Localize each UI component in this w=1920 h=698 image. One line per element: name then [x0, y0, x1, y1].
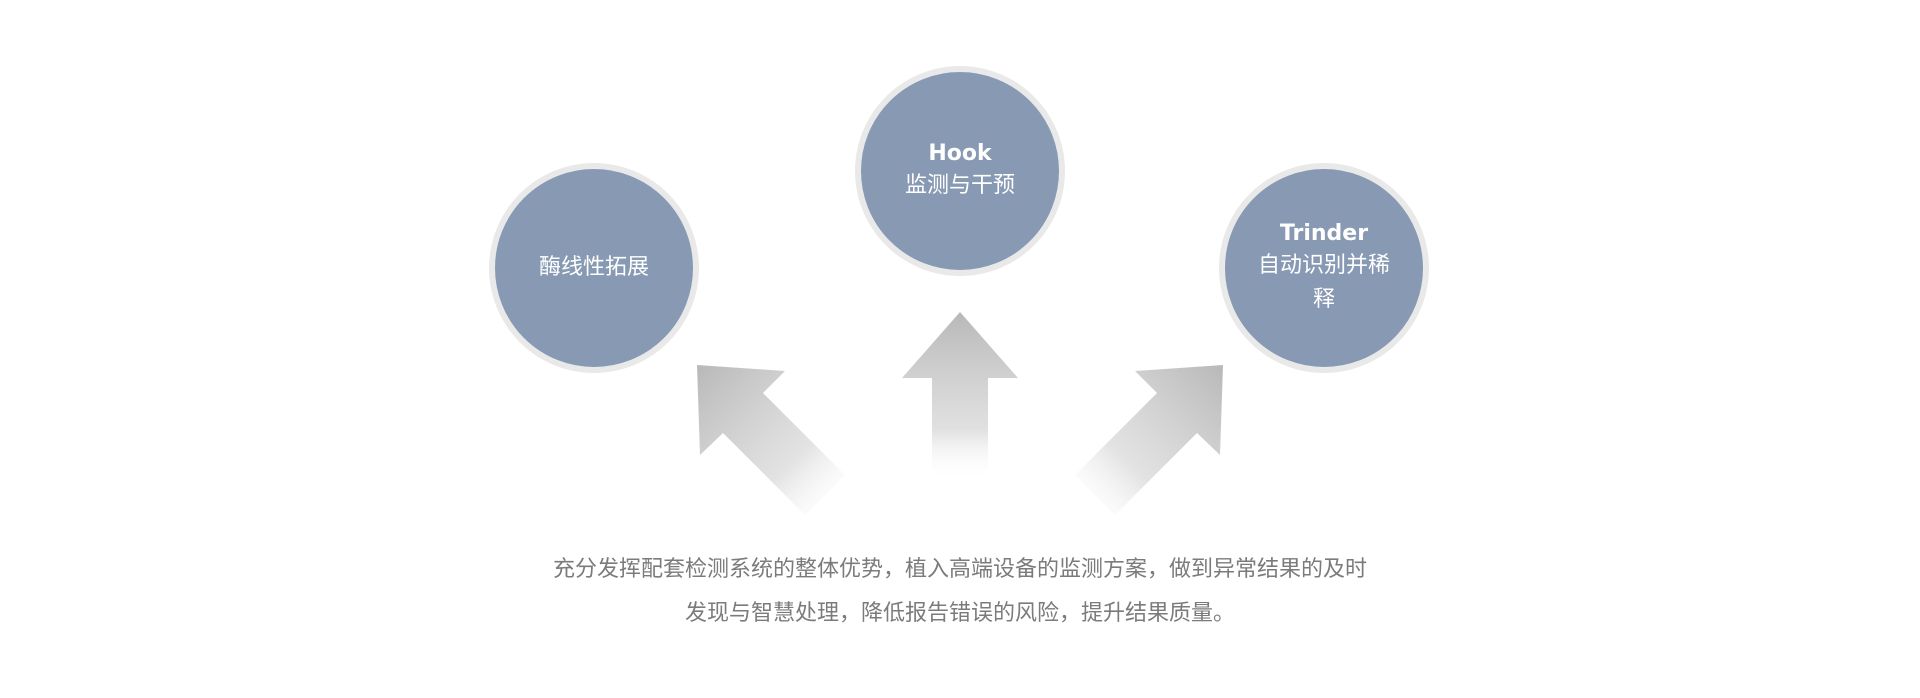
circle-trinder: Trinder 自动识别并稀释 — [1219, 163, 1429, 373]
circle-center-label: 监测与干预 — [904, 173, 1015, 198]
circle-hook: Hook 监测与干预 — [855, 66, 1065, 276]
arrow-up — [902, 312, 1018, 480]
circle-right-title: Trinder — [1279, 221, 1369, 246]
circle-center-title: Hook — [928, 141, 992, 166]
caption-line-2: 发现与智慧处理，降低报告错误的风险，提升结果质量。 — [684, 601, 1235, 626]
arrow-up-right — [1075, 365, 1223, 515]
circle-enzyme-linear-extension: 酶线性拓展 — [489, 163, 699, 373]
arrow-up-left — [697, 365, 845, 515]
caption-text: 充分发挥配套检测系统的整体优势，植入高端设备的监测方案，做到异常结果的及时 发现… — [460, 548, 1460, 636]
circle-left-label: 酶线性拓展 — [538, 255, 649, 280]
caption-line-1: 充分发挥配套检测系统的整体优势，植入高端设备的监测方案，做到异常结果的及时 — [552, 557, 1367, 582]
circle-right-label: 自动识别并稀释 — [1257, 253, 1390, 312]
